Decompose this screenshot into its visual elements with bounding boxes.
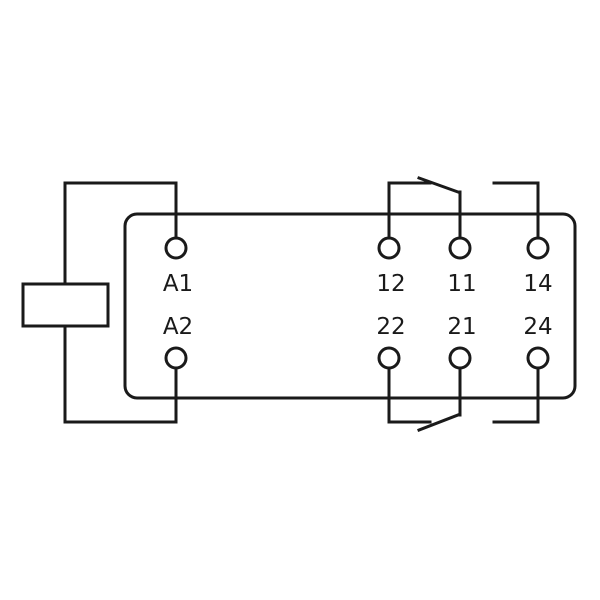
terminal-14 xyxy=(526,236,550,260)
terminal-21 xyxy=(448,346,472,370)
contact-1-no-line xyxy=(492,181,540,238)
contact-2-switch-blade xyxy=(417,413,460,432)
terminal-12 xyxy=(377,236,401,260)
terminal-22 xyxy=(377,346,401,370)
terminal-11 xyxy=(448,236,472,260)
label-11: 11 xyxy=(447,271,476,297)
label-a1: A1 xyxy=(163,271,193,297)
contact-2-no-line xyxy=(492,360,540,424)
terminal-a2 xyxy=(164,346,188,370)
label-22: 22 xyxy=(376,314,405,340)
coil-symbol xyxy=(21,282,110,328)
label-12: 12 xyxy=(376,271,405,297)
label-21: 21 xyxy=(447,314,476,340)
terminal-a1 xyxy=(164,236,188,260)
contact-1-nc-line xyxy=(387,181,432,238)
label-a2: A2 xyxy=(163,314,193,340)
coil-wire-bottom xyxy=(63,324,178,424)
label-14: 14 xyxy=(523,271,552,297)
contact-1-switch-blade xyxy=(417,176,460,194)
terminal-24 xyxy=(526,346,550,370)
relay-housing xyxy=(123,212,577,400)
label-24: 24 xyxy=(523,314,552,340)
contact-2-nc-line xyxy=(387,360,432,424)
coil-wire-top xyxy=(63,181,178,286)
